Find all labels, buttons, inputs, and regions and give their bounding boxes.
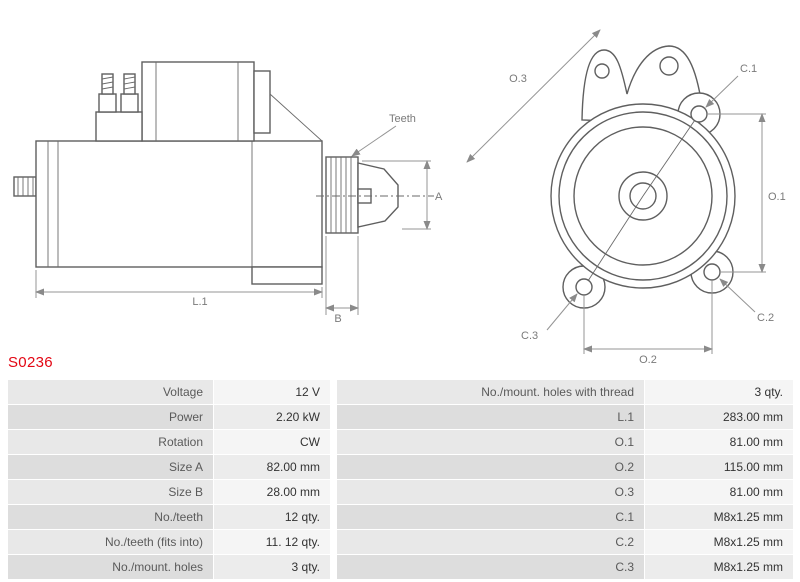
- spec-value: 82.00 mm: [214, 455, 330, 479]
- spec-value: 115.00 mm: [645, 455, 793, 479]
- spec-label: No./mount. holes: [8, 555, 213, 579]
- spec-table-right: No./mount. holes with thread 3 qty. L.1 …: [337, 380, 793, 579]
- spec-value: 11. 12 qty.: [214, 530, 330, 554]
- spec-row: O.3 81.00 mm: [337, 480, 793, 504]
- spec-label: Rotation: [8, 430, 213, 454]
- front-view-dimensions: O.3 C.1 O.1 C.2 C.3 O.2: [466, 29, 786, 366]
- dim-label-o3: O.3: [509, 73, 527, 85]
- technical-drawing: L.1 B A Teeth: [13, 29, 786, 366]
- spec-value: M8x1.25 mm: [645, 555, 793, 579]
- spec-label: L.1: [337, 405, 644, 429]
- spec-row: No./teeth 12 qty.: [8, 505, 330, 529]
- spec-value: 28.00 mm: [214, 480, 330, 504]
- spec-label: No./mount. holes with thread: [337, 380, 644, 404]
- spec-value: 81.00 mm: [645, 430, 793, 454]
- spec-label: O.2: [337, 455, 644, 479]
- spec-value: 3 qty.: [645, 380, 793, 404]
- spec-row: C.2 M8x1.25 mm: [337, 530, 793, 554]
- pinion-gear: [316, 156, 434, 234]
- dim-label-c3: C.3: [521, 330, 538, 342]
- spec-row: Voltage 12 V: [8, 380, 330, 404]
- dim-label-l1: L.1: [192, 296, 207, 308]
- dim-label-o2: O.2: [639, 354, 657, 366]
- spec-row: Size A 82.00 mm: [8, 455, 330, 479]
- spec-value: 2.20 kW: [214, 405, 330, 429]
- spec-label: Voltage: [8, 380, 213, 404]
- spec-label: C.2: [337, 530, 644, 554]
- dim-label-a: A: [435, 191, 443, 203]
- spec-row: C.1 M8x1.25 mm: [337, 505, 793, 529]
- spec-value: CW: [214, 430, 330, 454]
- spec-label: No./teeth: [8, 505, 213, 529]
- dim-label-o1: O.1: [768, 191, 786, 203]
- spec-row: No./mount. holes 3 qty.: [8, 555, 330, 579]
- terminal-bolts: [95, 73, 143, 142]
- starter-front-view: [550, 45, 736, 309]
- spec-row: Power 2.20 kW: [8, 405, 330, 429]
- dim-label-c2: C.2: [757, 312, 774, 324]
- spec-row: O.2 115.00 mm: [337, 455, 793, 479]
- spec-value: M8x1.25 mm: [645, 530, 793, 554]
- spec-row: L.1 283.00 mm: [337, 405, 793, 429]
- side-view-dimensions: L.1 B A Teeth: [35, 113, 443, 325]
- spec-row: No./teeth (fits into) 11. 12 qty.: [8, 530, 330, 554]
- spec-value: M8x1.25 mm: [645, 505, 793, 529]
- spec-row: Rotation CW: [8, 430, 330, 454]
- part-number: S0236: [8, 354, 53, 371]
- dim-label-c1: C.1: [740, 63, 757, 75]
- dim-label-b: B: [334, 313, 341, 325]
- spec-label: Size B: [8, 480, 213, 504]
- spec-table-left: Voltage 12 V Power 2.20 kW Rotation CW S…: [8, 380, 330, 579]
- spec-value: 283.00 mm: [645, 405, 793, 429]
- spec-label: No./teeth (fits into): [8, 530, 213, 554]
- spec-value: 3 qty.: [214, 555, 330, 579]
- spec-label: Size A: [8, 455, 213, 479]
- spec-row: O.1 81.00 mm: [337, 430, 793, 454]
- spec-value: 12 qty.: [214, 505, 330, 529]
- spec-tables: Voltage 12 V Power 2.20 kW Rotation CW S…: [8, 380, 793, 579]
- spec-label: Power: [8, 405, 213, 429]
- starter-side-view: [13, 61, 434, 285]
- spec-row: No./mount. holes with thread 3 qty.: [337, 380, 793, 404]
- spec-label: O.1: [337, 430, 644, 454]
- spec-label: C.3: [337, 555, 644, 579]
- spec-row: Size B 28.00 mm: [8, 480, 330, 504]
- spec-value: 81.00 mm: [645, 480, 793, 504]
- spec-label: C.1: [337, 505, 644, 529]
- dim-label-teeth: Teeth: [389, 113, 416, 125]
- spec-row: C.3 M8x1.25 mm: [337, 555, 793, 579]
- spec-label: O.3: [337, 480, 644, 504]
- spec-value: 12 V: [214, 380, 330, 404]
